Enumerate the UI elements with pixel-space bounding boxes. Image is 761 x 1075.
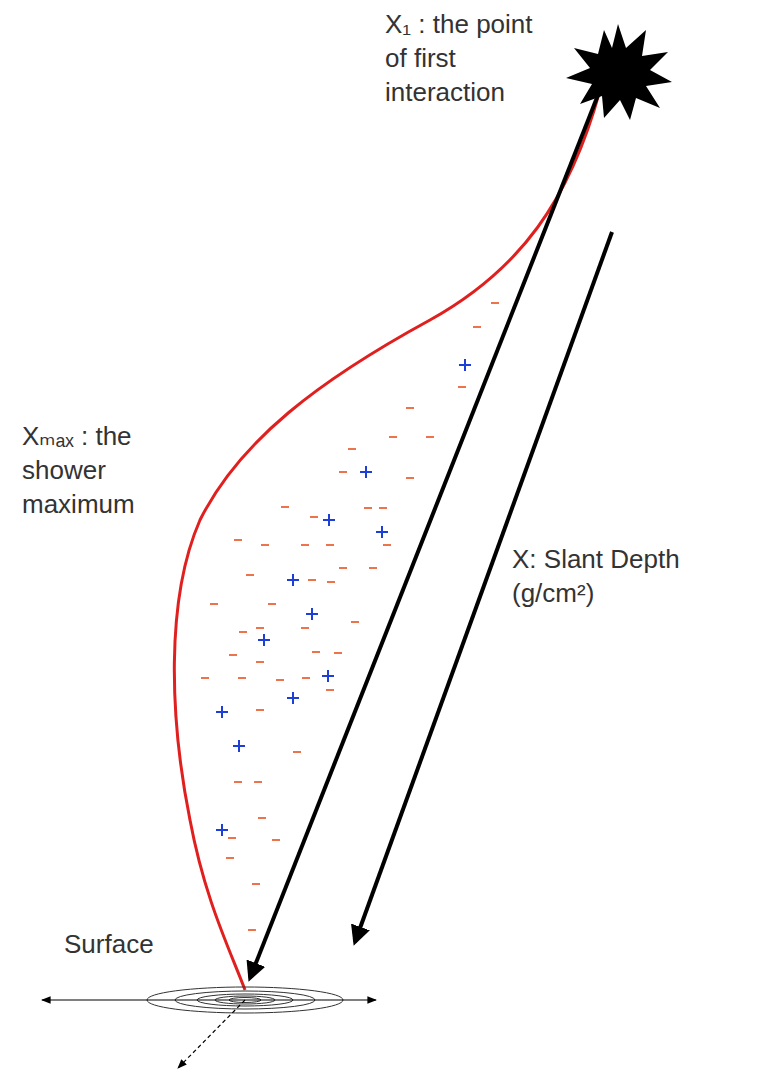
negative-charge bbox=[238, 677, 246, 679]
first-interaction-label: X₁ : the point of first interaction bbox=[385, 8, 560, 109]
negative-charge bbox=[210, 603, 218, 605]
positive-charge bbox=[216, 824, 228, 836]
negative-charge bbox=[201, 677, 209, 679]
negative-charge bbox=[256, 709, 264, 711]
negative-charge bbox=[339, 471, 347, 473]
negative-charge bbox=[426, 436, 434, 438]
negative-charge bbox=[310, 516, 318, 518]
shower-maximum-label: Xₘₐₓ : the shower maximum bbox=[22, 420, 192, 521]
negative-charge bbox=[234, 539, 242, 541]
negative-charge bbox=[272, 839, 280, 841]
positive-charge bbox=[258, 634, 270, 646]
negative-charge bbox=[326, 544, 334, 546]
negative-charge bbox=[406, 407, 414, 409]
negative-charge bbox=[228, 837, 236, 839]
charge-symbols bbox=[201, 303, 499, 930]
negative-charge bbox=[491, 302, 499, 304]
label-text: X₁ : the point of first interaction bbox=[385, 9, 533, 107]
negative-charge bbox=[326, 689, 334, 691]
negative-charge bbox=[383, 544, 391, 546]
negative-charge bbox=[406, 477, 414, 479]
negative-charge bbox=[281, 506, 289, 508]
negative-charge bbox=[261, 544, 269, 546]
surface-axis-depth bbox=[178, 1000, 245, 1068]
negative-charge bbox=[369, 567, 377, 569]
negative-charge bbox=[256, 627, 264, 629]
negative-charge bbox=[379, 507, 387, 509]
positive-charge bbox=[233, 740, 245, 752]
shower-axis-arrow bbox=[250, 90, 600, 978]
slant-depth-label: X: Slant Depth (g/cm²) bbox=[512, 543, 747, 611]
negative-charge bbox=[254, 781, 262, 783]
negative-charge bbox=[301, 544, 309, 546]
label-text: Surface bbox=[64, 929, 154, 959]
negative-charge bbox=[301, 627, 309, 629]
negative-charge bbox=[252, 883, 260, 885]
negative-charge bbox=[389, 436, 397, 438]
negative-charge bbox=[256, 661, 264, 663]
negative-charge bbox=[268, 603, 276, 605]
negative-charge bbox=[458, 386, 466, 388]
negative-charge bbox=[239, 631, 247, 633]
negative-charge bbox=[348, 448, 356, 450]
negative-charge bbox=[339, 567, 347, 569]
positive-charge bbox=[306, 608, 318, 620]
negative-charge bbox=[258, 817, 266, 819]
negative-charge bbox=[308, 579, 316, 581]
label-text: Xₘₐₓ : the shower maximum bbox=[22, 421, 135, 519]
negative-charge bbox=[327, 581, 335, 583]
positive-charge bbox=[216, 706, 228, 718]
negative-charge bbox=[302, 677, 310, 679]
negative-charge bbox=[473, 326, 481, 328]
negative-charge bbox=[276, 679, 284, 681]
negative-charge bbox=[351, 621, 359, 623]
negative-charge bbox=[293, 751, 301, 753]
positive-charge bbox=[376, 526, 388, 538]
negative-charge bbox=[334, 652, 342, 654]
negative-charge bbox=[226, 857, 234, 859]
positive-charge bbox=[287, 692, 299, 704]
negative-charge bbox=[312, 651, 320, 653]
positive-charge bbox=[322, 670, 334, 682]
negative-charge bbox=[246, 574, 254, 576]
positive-charge bbox=[323, 514, 335, 526]
positive-charge bbox=[287, 574, 299, 586]
interaction-star bbox=[566, 24, 672, 120]
negative-charge bbox=[248, 929, 256, 931]
label-text: X: Slant Depth (g/cm²) bbox=[512, 544, 680, 608]
positive-charge bbox=[360, 466, 372, 478]
negative-charge bbox=[229, 654, 237, 656]
negative-charge bbox=[364, 507, 372, 509]
surface-axis bbox=[42, 999, 376, 1000]
surface-label: Surface bbox=[64, 928, 224, 962]
negative-charge bbox=[234, 781, 242, 783]
positive-charge bbox=[459, 359, 471, 371]
